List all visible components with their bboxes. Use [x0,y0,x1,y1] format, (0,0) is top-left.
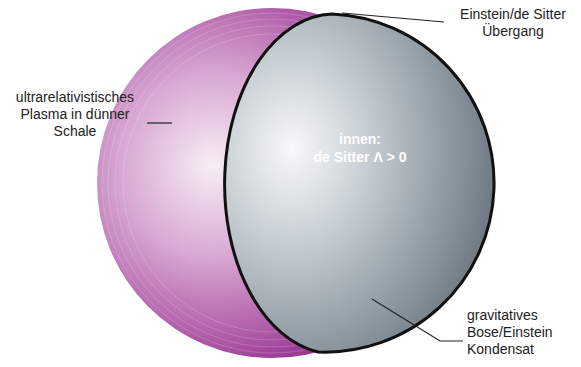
region-text: innen: [285,130,435,148]
leader-line [147,122,172,123]
callout-label: gravitatives Bose/Einstein Kondensat [467,307,577,358]
region-text: de Sitter Λ > 0 [285,148,435,166]
callout-label: ultrarelativistisches Plasma in dünner S… [4,89,146,140]
leader-line [372,299,463,341]
region-node: innen:de Sitter Λ > 0 [285,130,435,166]
leader-line [342,13,444,22]
callout-label: Einstein/de Sitter Übergang [448,6,578,40]
condensate-cutaway [225,14,494,352]
